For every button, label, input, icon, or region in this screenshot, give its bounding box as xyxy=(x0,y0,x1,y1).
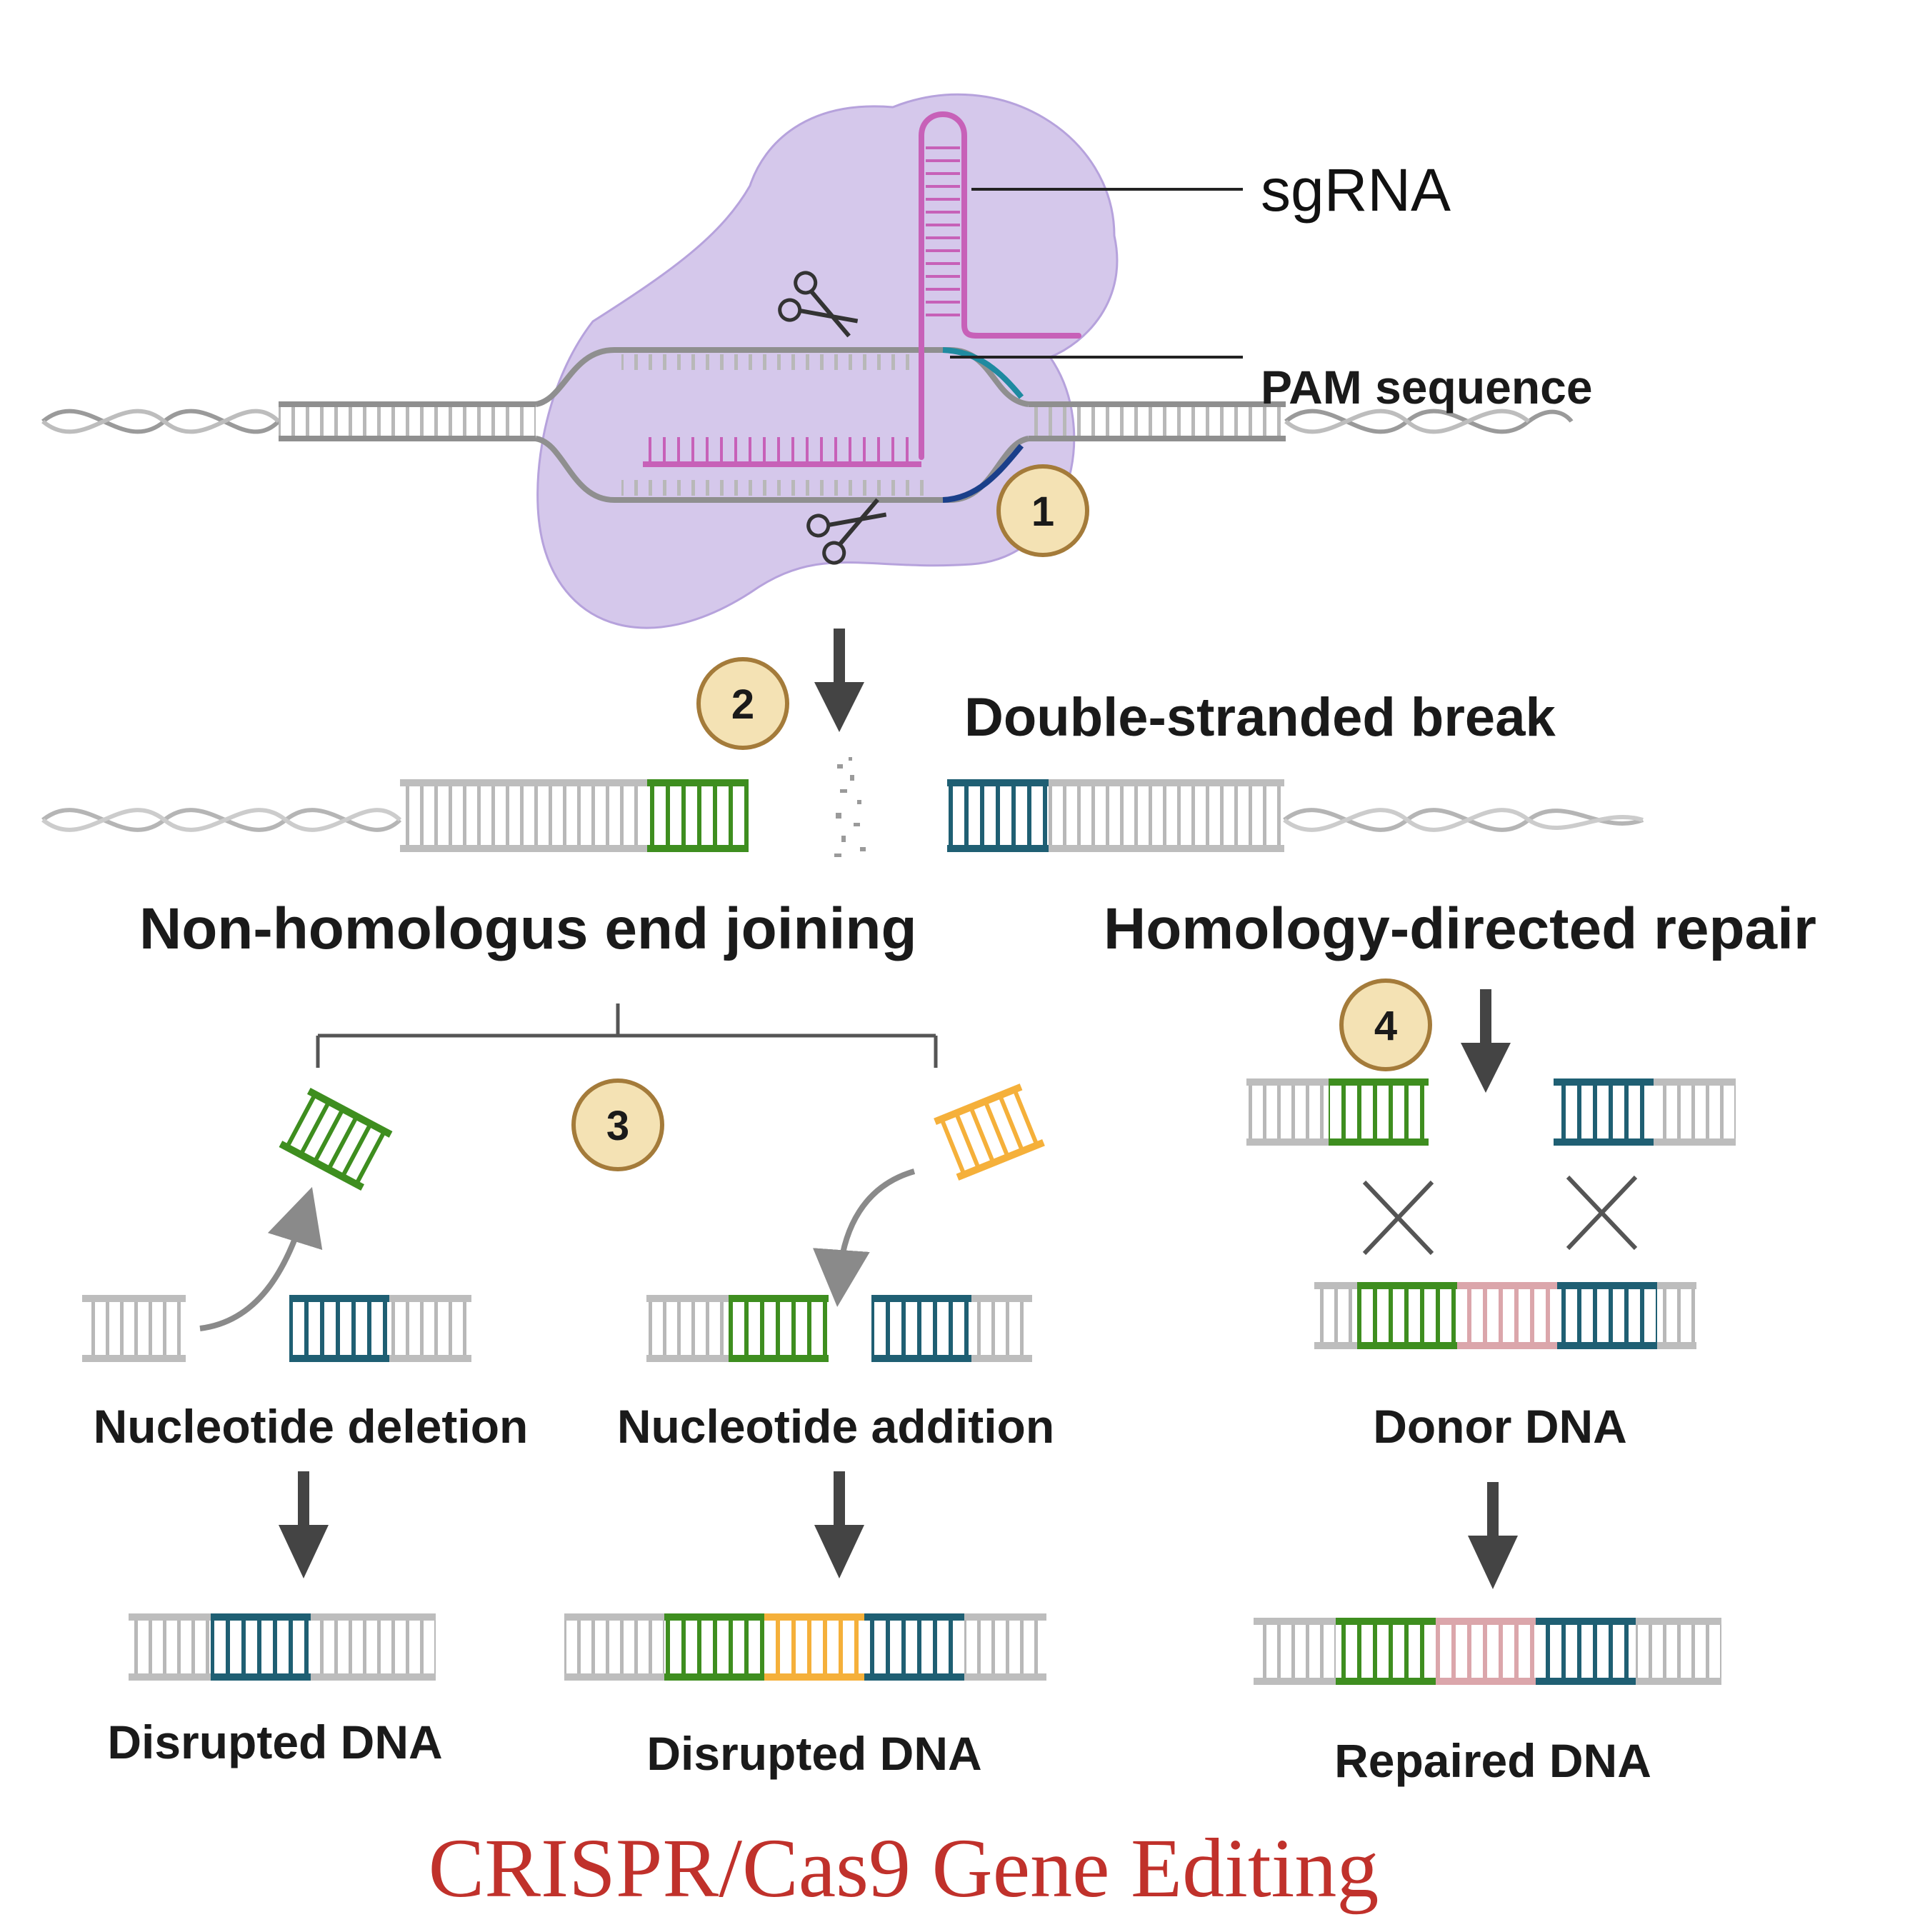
crossover-icon xyxy=(1566,1175,1638,1251)
deleted-fragment xyxy=(279,1087,393,1191)
scissors-icon xyxy=(778,271,859,338)
nhej-bracket xyxy=(316,1003,938,1068)
step-number: 3 xyxy=(606,1103,629,1149)
step-number: 2 xyxy=(731,681,754,728)
sgrna-label: sgRNA xyxy=(1261,156,1451,224)
disrupted-dna-label-1: Disrupted DNA xyxy=(107,1716,442,1768)
down-arrow xyxy=(1468,1482,1518,1589)
broken-dna xyxy=(41,757,1644,857)
sgrna-strand xyxy=(643,111,1081,467)
down-arrow xyxy=(814,629,864,732)
step-badge-2: 2 xyxy=(696,657,789,750)
deletion-dna xyxy=(82,1295,471,1362)
repaired-dna xyxy=(1254,1618,1721,1685)
step-badge-1: 1 xyxy=(996,464,1089,557)
step-number: 1 xyxy=(1031,489,1054,535)
nhej-heading: Non-homologus end joining xyxy=(139,896,917,961)
step-badge-3: 3 xyxy=(571,1078,664,1171)
down-arrow xyxy=(279,1471,329,1578)
hdr-heading: Homology-directed repair xyxy=(1104,896,1816,961)
step-number: 4 xyxy=(1374,1003,1397,1049)
figure-title: CRISPR/Cas9 Gene Editing xyxy=(429,1821,1379,1915)
scissors-icon xyxy=(806,498,887,565)
step-badge-4: 4 xyxy=(1339,978,1432,1071)
donor-dna-label: Donor DNA xyxy=(1373,1400,1627,1453)
nucleotide-deletion-label: Nucleotide deletion xyxy=(94,1400,529,1453)
down-arrow xyxy=(1461,989,1511,1093)
disrupted-dna-deletion xyxy=(129,1613,436,1681)
donor-dna xyxy=(1314,1282,1696,1349)
repaired-dna-label: Repaired DNA xyxy=(1334,1734,1651,1787)
deletion-curve-arrow xyxy=(199,1186,323,1331)
disrupted-dna-label-2: Disrupted DNA xyxy=(646,1727,981,1780)
added-fragment xyxy=(934,1083,1045,1181)
hdr-broken-ends xyxy=(1246,1078,1736,1146)
double-stranded-break-label: Double-stranded break xyxy=(964,687,1556,748)
disrupted-dna-addition xyxy=(564,1613,1046,1681)
crossover-icon xyxy=(1362,1180,1434,1256)
down-arrow xyxy=(814,1471,864,1578)
target-dna-helix xyxy=(41,347,1574,503)
nucleotide-addition-label: Nucleotide addition xyxy=(617,1400,1054,1453)
addition-curve-arrow xyxy=(812,1168,916,1307)
pam-sequence-label: PAM sequence xyxy=(1261,361,1593,414)
addition-dna xyxy=(646,1295,1032,1362)
